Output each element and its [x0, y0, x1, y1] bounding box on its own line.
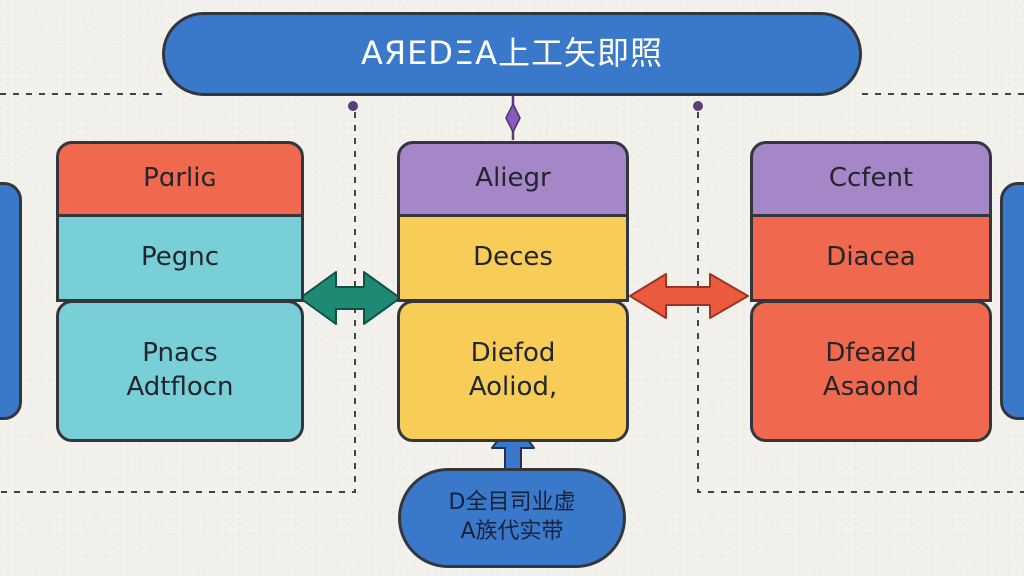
col2-middle-text: Deces	[473, 242, 553, 273]
col3-middle-text: Diacea	[826, 242, 916, 273]
col3-bottom-text: Dfeazd Asaond	[822, 338, 920, 402]
col3-bottom: Dfeazd Asaond	[750, 300, 992, 442]
side-tab-left	[0, 182, 22, 420]
connector-dot-right	[693, 101, 703, 111]
col1-header-text: Pɑrliɢ	[143, 163, 217, 194]
col1-bottom-text: Pnacs Adtflocn	[126, 338, 234, 402]
double-arrow-right	[629, 273, 749, 319]
title-text: AЯEDΞA上工矢即照	[360, 34, 664, 73]
bottom-node: D全目司业虚 A族代实带	[398, 468, 626, 568]
col1-middle-text: Pegnc	[140, 242, 220, 273]
col2-header-text: Aliegr	[475, 163, 551, 194]
double-arrow-left	[299, 271, 401, 325]
col2-middle: Deces	[397, 214, 629, 302]
title-bar: AЯEDΞA上工矢即照	[162, 12, 862, 96]
col2-bottom-text: Diefod Aoliod,	[468, 338, 558, 402]
col1-bottom: Pnacs Adtflocn	[56, 300, 304, 442]
center-connector-diamond	[505, 102, 521, 134]
col3-header-text: Ccfent	[828, 163, 914, 194]
connector-dot-left	[348, 101, 358, 111]
col3-middle: Diacea	[750, 214, 992, 302]
col3-header: Ccfent	[750, 141, 992, 217]
col1-middle: Pegnc	[56, 214, 304, 302]
bottom-node-text: D全目司业虚 A族代实带	[448, 490, 576, 544]
side-tab-right	[1000, 182, 1024, 420]
col2-header: Aliegr	[397, 141, 629, 217]
dashed-frame-left	[0, 112, 356, 493]
col2-bottom: Diefod Aoliod,	[397, 300, 629, 442]
col1-header: Pɑrliɢ	[56, 141, 304, 217]
dashed-frame-right	[697, 112, 1024, 493]
